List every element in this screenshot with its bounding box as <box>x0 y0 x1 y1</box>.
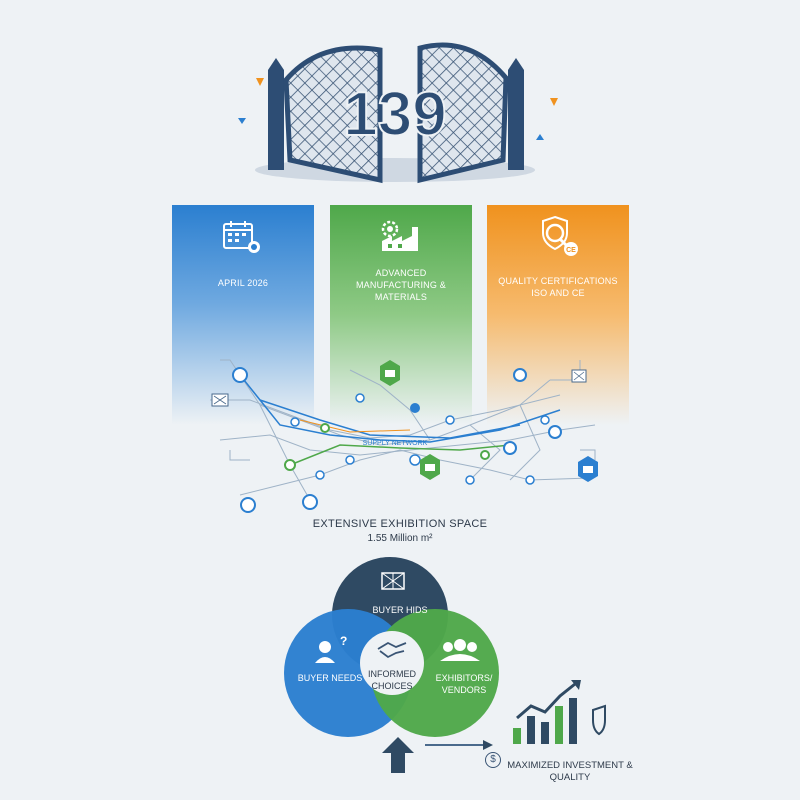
certification-icon: CE <box>542 215 578 256</box>
exhibition-size: 1.55 Million m² <box>367 533 433 544</box>
certification-label: QUALITY CERTIFICATIONS ISO AND CE <box>498 276 618 298</box>
up-arrow-icon <box>382 737 414 773</box>
venn-diagram: ? <box>284 557 499 737</box>
svg-text:?: ? <box>340 634 347 648</box>
calendar-icon <box>223 221 260 253</box>
outcome-label: MAXIMIZED INVESTMENT & QUALITY <box>507 760 633 783</box>
dollar-coin-icon: $ <box>485 752 501 768</box>
venn-top-label: BUYER HIDS <box>372 605 428 615</box>
date-panel: APRIL 2026 <box>172 205 314 425</box>
certification-panel: CE QUALITY CERTIFICATIONS ISO AND CE <box>487 205 629 425</box>
manufacturing-panel: ADVANCED MANUFACTURING & MATERIALS <box>330 205 472 425</box>
fence-icon <box>381 572 405 590</box>
gate-illustration: 139 <box>238 42 558 184</box>
growth-chart-icon <box>513 680 606 744</box>
gate-number: 139 <box>343 80 446 149</box>
right-arrow-icon <box>425 740 493 750</box>
handshake-icon <box>377 641 407 659</box>
buyer-person-icon: ? <box>315 634 347 663</box>
factory-icon <box>381 220 418 251</box>
date-label: APRIL 2026 <box>217 278 269 288</box>
venn-right-label: EXHIBITORS/ VENDORS <box>435 673 493 695</box>
exhibition-title: EXTENSIVE EXHIBITION SPACE <box>312 518 488 530</box>
group-icon <box>440 639 480 661</box>
venn-center-label: INFORMED CHOICES <box>368 669 416 691</box>
network-center-label: SUPPLY NETWORK <box>363 440 428 447</box>
svg-text:CE: CE <box>566 247 576 254</box>
manufacturing-label: ADVANCED MANUFACTURING & MATERIALS <box>355 268 446 302</box>
supply-network-diagram: SUPPLY NETWORK <box>210 359 598 513</box>
venn-left-label: BUYER NEEDS <box>297 673 363 683</box>
